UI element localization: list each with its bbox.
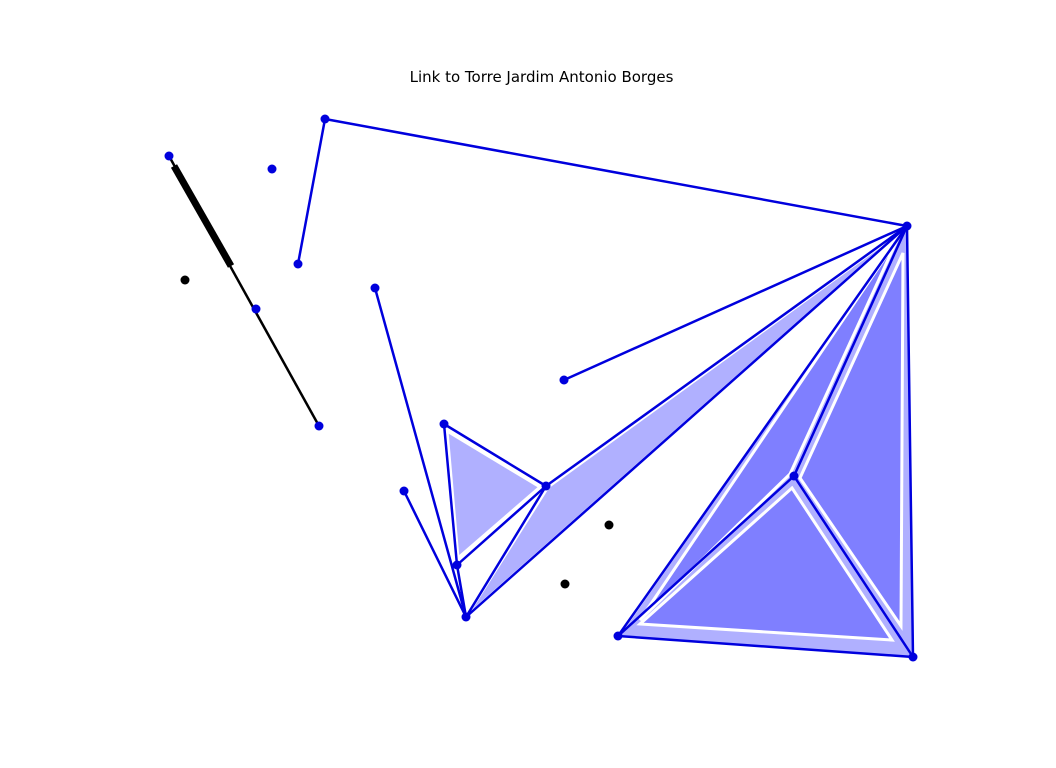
node: [320, 114, 330, 124]
isolated-point: [180, 275, 190, 285]
edge: [323, 117, 909, 228]
edge: [792, 474, 915, 659]
node: [399, 486, 409, 496]
node: [559, 375, 569, 385]
shaded-faces: [445, 226, 913, 657]
node: [164, 151, 174, 161]
diagram-title: Link to Torre Jardim Antonio Borges: [409, 68, 674, 86]
node: [452, 560, 462, 570]
edge: [373, 286, 468, 619]
edge: [442, 422, 548, 488]
node: [370, 283, 380, 293]
blue-edges: [296, 117, 915, 659]
node: [613, 631, 623, 641]
node: [267, 164, 277, 174]
edge: [616, 224, 909, 638]
black-points: [180, 275, 614, 589]
edge: [616, 634, 915, 659]
node: [541, 481, 551, 491]
node: [439, 419, 449, 429]
edge: [455, 563, 468, 619]
node: [461, 612, 471, 622]
edge: [905, 224, 915, 659]
edge: [296, 117, 327, 266]
edge: [562, 224, 909, 382]
node: [314, 421, 324, 431]
face-bottom-dark: [636, 485, 895, 642]
edge: [442, 422, 459, 567]
edge: [792, 224, 909, 478]
edge: [616, 474, 796, 638]
face-small-triangle: [445, 428, 543, 562]
node: [902, 221, 912, 231]
edge: [464, 224, 909, 619]
node: [908, 652, 918, 662]
node: [789, 471, 799, 481]
edge: [455, 484, 548, 567]
node: [251, 304, 261, 314]
edge: [402, 489, 468, 619]
black-edge: [167, 155, 321, 427]
face-right-dark: [798, 252, 905, 631]
isolated-point: [604, 520, 614, 530]
edge: [464, 484, 548, 619]
blue-nodes: [164, 114, 918, 662]
node: [293, 259, 303, 269]
black-edges: [167, 155, 321, 427]
isolated-point: [560, 579, 570, 589]
edge: [544, 224, 909, 488]
